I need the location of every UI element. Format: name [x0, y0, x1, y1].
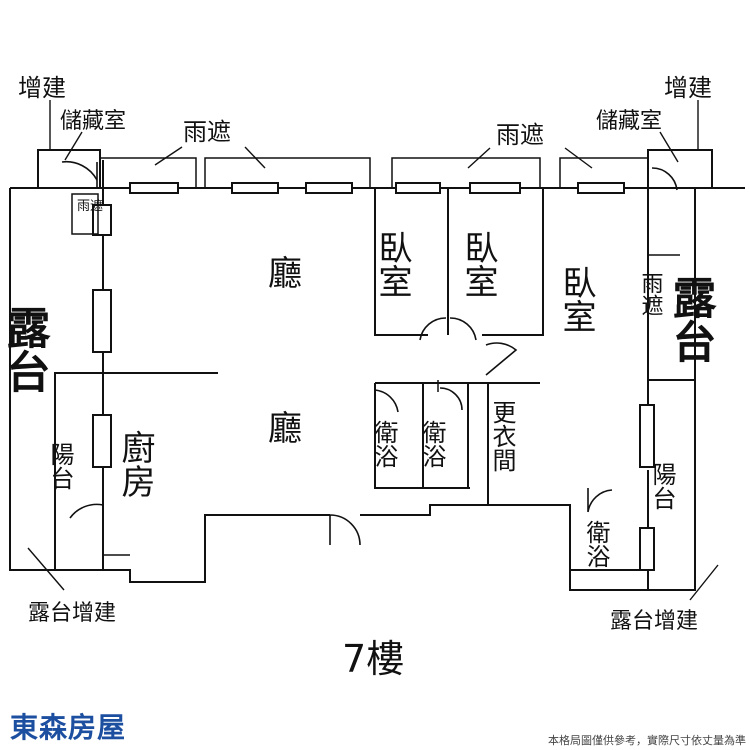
label-closet: 更衣間	[488, 400, 516, 472]
door-swing	[61, 160, 98, 181]
label-storage-right: 儲藏室	[596, 109, 662, 134]
label-terrace-addition-right: 露台增建	[610, 609, 698, 634]
entry-door	[329, 514, 361, 546]
label-living-upper: 廳	[268, 254, 302, 294]
door-swing	[587, 488, 613, 513]
label-storage-left: 儲藏室	[60, 109, 126, 134]
label-addition-right: 增建	[664, 74, 712, 102]
label-balcony-left: 陽台	[46, 442, 74, 490]
label-canopy-top-left: 雨遮	[183, 118, 231, 146]
window	[231, 182, 279, 194]
callout-leaders	[27, 100, 719, 601]
window	[92, 289, 112, 353]
door-swing	[485, 342, 518, 376]
label-terrace-left: 露台	[0, 305, 50, 393]
window	[639, 527, 655, 571]
label-balcony-right: 陽台	[648, 462, 676, 510]
label-canopy-small: 雨遮	[77, 198, 103, 214]
canopy-outlines	[99, 157, 649, 188]
label-bedroom-2: 臥室	[458, 230, 498, 298]
bath-closet-walls	[374, 380, 540, 505]
label-terrace-addition-left: 露台增建	[28, 601, 116, 626]
window	[129, 182, 179, 194]
label-bath-1: 衛浴	[370, 420, 398, 468]
disclaimer-text: 本格局圖僅供參考，實際尺寸依丈量為準	[548, 734, 746, 747]
label-terrace-right: 露台	[665, 275, 716, 363]
label-living-lower: 廳	[268, 409, 302, 449]
label-bath-3: 衛浴	[582, 520, 610, 568]
door-swing	[439, 387, 463, 411]
right-column-walls	[639, 160, 695, 590]
kitchen-walls	[103, 372, 218, 556]
right-bath-walls	[569, 488, 655, 571]
label-bedroom-3: 臥室	[556, 265, 596, 333]
label-canopy-top-right: 雨遮	[496, 121, 544, 149]
label-bedroom-1: 臥室	[372, 230, 412, 298]
label-addition-left: 增建	[18, 74, 66, 102]
label-canopy-right: 雨遮	[638, 272, 664, 316]
window	[305, 182, 353, 194]
top-windows	[129, 182, 625, 194]
bedroom-walls	[374, 188, 544, 376]
left-divider	[61, 160, 112, 570]
left-balcony-walls	[54, 372, 104, 570]
window	[469, 182, 521, 194]
door-swing	[651, 167, 678, 191]
door-swing	[419, 317, 477, 341]
canopy-small-text: 雨遮	[77, 198, 103, 214]
door-swing	[69, 503, 104, 519]
floor-plan: 增建 儲藏室 雨遮 雨遮 儲藏室 增建 雨遮 露台 廳 臥室 臥室 臥室 雨遮 …	[0, 74, 745, 681]
label-floor: 7樓	[342, 637, 404, 681]
brand-logo-text: 東森房屋	[10, 711, 127, 744]
small-canopy-box	[71, 193, 99, 235]
room-labels: 增建 儲藏室 雨遮 雨遮 儲藏室 增建 雨遮 露台 廳 臥室 臥室 臥室 雨遮 …	[0, 74, 716, 681]
window	[395, 182, 441, 194]
label-kitchen: 廚房	[115, 430, 155, 498]
window	[577, 182, 625, 194]
door-swing	[374, 389, 399, 413]
window	[92, 414, 112, 468]
label-bath-2: 衛浴	[418, 420, 446, 468]
window	[639, 404, 655, 468]
